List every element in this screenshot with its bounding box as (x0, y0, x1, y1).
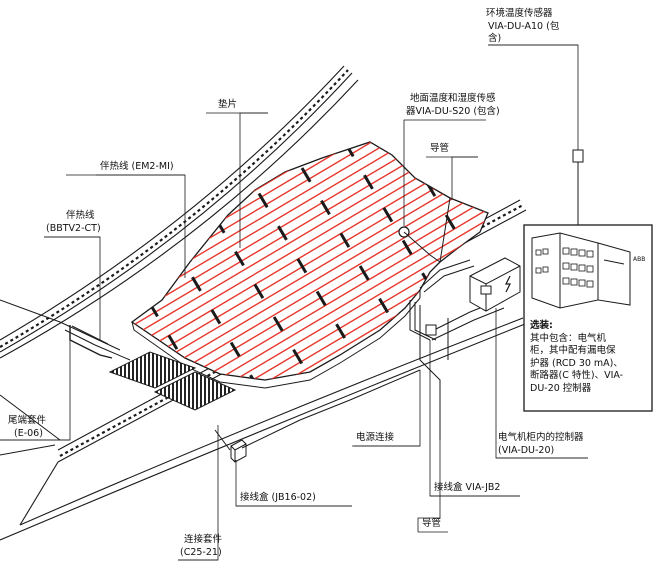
cable-spacer (210, 309, 222, 325)
cable-spacer (468, 156, 480, 172)
cable-spacer (339, 232, 351, 248)
cable-spacer (464, 246, 475, 263)
cable-spacer (300, 167, 312, 183)
cable-spacer (474, 66, 482, 80)
cable-spacer (358, 265, 370, 281)
cable-spacer (191, 276, 202, 292)
drain-grating-lower (153, 371, 237, 411)
cable-spacer (450, 124, 458, 138)
cable-spacer (320, 199, 331, 216)
cable-spacer (487, 188, 488, 205)
end-kit-label: 尾端套件 (8, 415, 47, 426)
power-connection-label: 电源连接 (356, 432, 395, 443)
cable-bbtv2-label: 伴热线 (66, 210, 95, 221)
cable-spacer (246, 466, 254, 480)
conduit-top-label: 导管 (430, 143, 450, 154)
cable-spacer (229, 341, 241, 358)
cable-spacer (509, 222, 517, 236)
upper-railing (0, 65, 359, 359)
cable-spacer (315, 290, 327, 307)
floor-sensor-label: 地面温度和湿度传感 (410, 93, 496, 104)
cable-bbtv2-model: (BBTV2-CT) (46, 223, 101, 234)
cable-spacer (249, 374, 260, 380)
conduit-bottom-label: 导管 (422, 518, 442, 529)
cable-spacer (406, 148, 417, 165)
cable-spacer (332, 415, 340, 429)
cable-spacer (397, 330, 409, 346)
options-callout: 选装: 其中包含：电气机 柜，其中配有漏电保 护器 (RCD 30 mA)、 断… (530, 320, 648, 395)
controller-model: (VIA-DU-20) (498, 445, 555, 456)
cable-spacer (375, 390, 383, 404)
cable-em2-label: 伴热线 (EM2-MI) (100, 161, 174, 172)
cable-spacer (257, 192, 269, 209)
cable-spacer (388, 117, 396, 131)
cable-spacer (313, 382, 321, 396)
cable-spacer (289, 441, 297, 455)
cable-spacer (401, 239, 413, 256)
power-cable (241, 369, 421, 449)
cable-spacer (292, 348, 303, 365)
drain-grating-upper (108, 351, 197, 389)
small-box-near-slab (425, 324, 437, 336)
cable-spacer (532, 164, 540, 178)
cable-spacer (382, 207, 394, 223)
controller-label: 电气机柜内的控制器 (498, 432, 584, 443)
connection-kit-model: (C25-21) (180, 547, 222, 558)
cable-spacer (234, 250, 245, 267)
cable-spacer (253, 283, 265, 299)
cable-spacer (378, 297, 389, 314)
cable-spacer (270, 408, 278, 422)
cable-spacer (440, 305, 452, 321)
options-line-2: 柜，其中配有漏电保 (530, 345, 616, 356)
junction-box-via-label: 接线盒 VIA-JB2 (434, 482, 501, 493)
deck-edges (0, 299, 231, 456)
cable-spacer (296, 258, 308, 274)
end-kit-model: (E-06) (14, 428, 43, 439)
cable-spacer (167, 334, 179, 350)
junction-box-jb16-label: 接线盒 (JB16-02) (240, 492, 316, 503)
cable-spacer (272, 316, 284, 332)
ambient-sensor-included: 含) (488, 33, 502, 44)
connection-kit-label: 连接套件 (184, 534, 223, 545)
cable-spacer (277, 225, 288, 241)
options-title: 选装: (530, 320, 553, 331)
options-line-5: DU-20 控制器 (530, 382, 592, 394)
options-line-4: 断路器(C 特性)、VIA- (530, 370, 624, 381)
ambient-sensor-device (572, 149, 584, 230)
pad-label: 垫片 (218, 99, 238, 110)
ambient-sensor-label: 环境温度传感器 (486, 8, 553, 19)
cable-spacer (513, 131, 521, 145)
options-line-3: 护器 (RCD 30 mA)、 (530, 357, 623, 369)
conduit-bundle (403, 197, 505, 440)
options-line-1: 其中包含：电气机 (530, 332, 607, 344)
cabinet-brand-tag: ABB (633, 256, 646, 263)
controller-cabinet-panel (523, 224, 653, 412)
bbtv2-cable (69, 325, 113, 359)
cable-spacer (363, 174, 374, 190)
floor-sensor-model: 器VIA-DU-S20 (包含) (406, 106, 500, 117)
cable-spacer (335, 323, 346, 339)
ambient-sensor-model: VIA-DU-A10 (包 (488, 21, 560, 32)
junction-box-via-jb2 (469, 257, 521, 312)
cable-spacer (552, 197, 560, 211)
cable-spacer (354, 356, 366, 372)
junction-box-jb16 (230, 439, 247, 463)
label-underlines (0, 44, 588, 561)
cable-spacer (171, 243, 183, 260)
